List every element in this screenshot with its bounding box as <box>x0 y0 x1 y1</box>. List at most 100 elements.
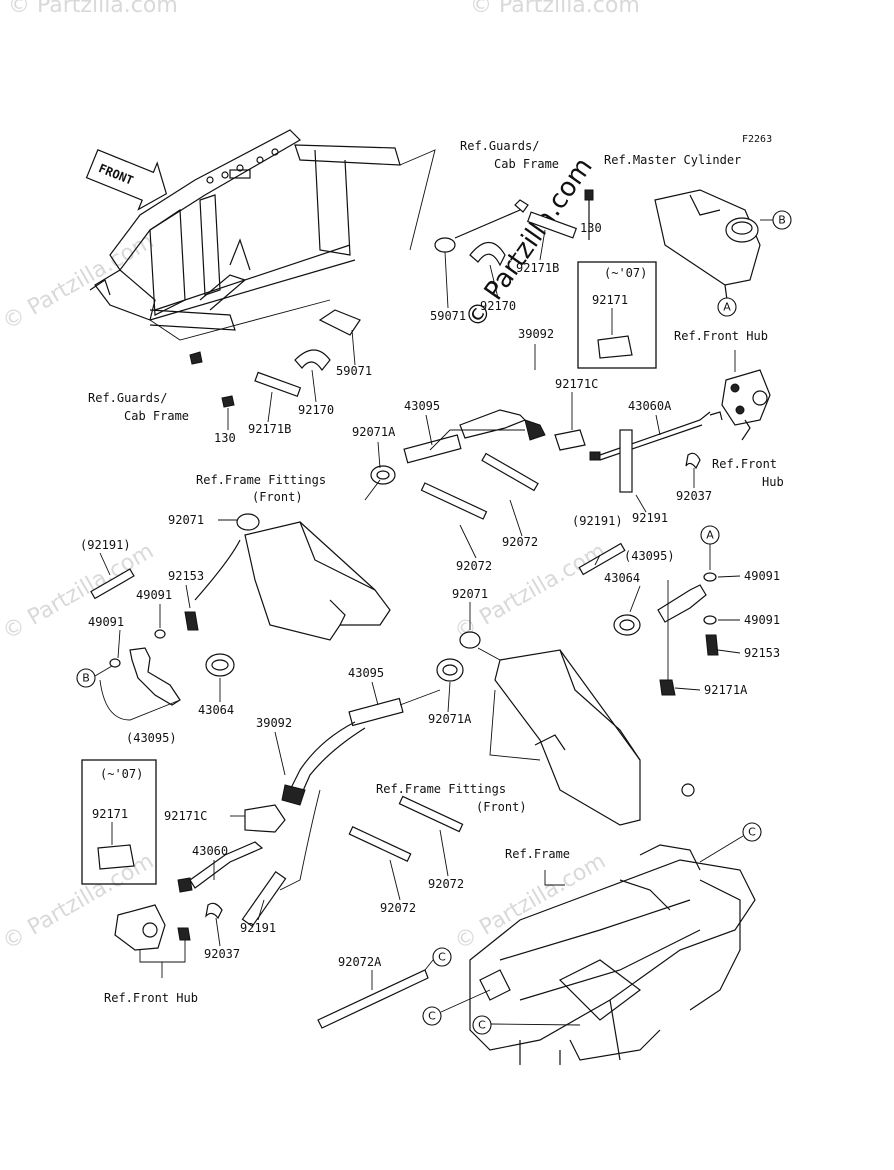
svg-text:A: A <box>706 529 714 542</box>
svg-text:B: B <box>778 214 786 227</box>
part-92171b: 92171B <box>516 261 559 275</box>
part-92071: 92071 <box>168 513 204 527</box>
part-39092: 39092 <box>256 716 292 730</box>
part-92072a: 92072A <box>338 955 382 969</box>
part-92170: 92170 <box>298 403 334 417</box>
part-92171-left: 92171 <box>92 807 128 821</box>
part-92037: 92037 <box>204 947 240 961</box>
part-43064: 43064 <box>604 571 640 585</box>
brake-lines-right <box>578 542 719 696</box>
master-cylinder <box>654 189 775 301</box>
ref-front-hub-right: Ref.Front <box>712 457 777 471</box>
ref-front-hub-right: Hub <box>762 475 784 489</box>
svg-text:C: C <box>478 1019 486 1032</box>
watermark-text: © Partzilla.com <box>470 0 640 18</box>
frame-fitting-right <box>436 631 695 826</box>
part-92153: 92153 <box>168 569 204 583</box>
part-49091: 49091 <box>744 569 780 583</box>
brake-lines-top <box>364 409 751 501</box>
frame-fitting-left <box>194 513 391 641</box>
part-92170: 92170 <box>480 299 516 313</box>
part-43095: 43095 <box>404 399 440 413</box>
box-left-year: (~'07) <box>100 767 143 781</box>
svg-text:C: C <box>748 826 756 839</box>
part-92072: 92072 <box>380 901 416 915</box>
part-92171b: 92171B <box>248 422 291 436</box>
ref-guards-cab-frame-top: Cab Frame <box>494 157 559 171</box>
part-92071: 92071 <box>452 587 488 601</box>
ref-guards-cab-frame-top: Ref.Guards/ <box>460 139 539 153</box>
brake-hose-mid <box>281 689 441 806</box>
ref-guards-cab-frame-left: Cab Frame <box>124 409 189 423</box>
labels: Ref.Guards/ Cab Frame Ref.Master Cylinde… <box>88 139 784 1005</box>
front-hub-right <box>721 369 771 426</box>
part-92171a: 92171A <box>704 683 748 697</box>
part-92072: 92072 <box>502 535 538 549</box>
callout-c-tie: C <box>424 947 452 971</box>
front-arrow-icon: FRONT <box>85 149 168 211</box>
ref-master-cylinder: Ref.Master Cylinder <box>604 153 741 167</box>
svg-text:C: C <box>428 1010 436 1023</box>
part-43095: (43095) <box>126 731 177 745</box>
part-49091: 49091 <box>136 588 172 602</box>
part-49091: 49091 <box>88 615 124 629</box>
part-92191: 92191 <box>632 511 668 525</box>
ref-front-hub-top: Ref.Front Hub <box>674 329 768 343</box>
part-43095: 43095 <box>348 666 384 680</box>
callout-c-frame-left: C <box>422 989 491 1026</box>
part-39092: 39092 <box>518 327 554 341</box>
watermark-text: © Partzilla.com <box>8 0 178 18</box>
clip-icon <box>97 844 135 870</box>
part-130: 130 <box>214 431 236 445</box>
figure-code: F2263 <box>742 134 772 145</box>
left-clamp-assembly <box>189 309 361 408</box>
part-43060: 43060 <box>192 844 228 858</box>
part-49091: 49091 <box>744 613 780 627</box>
ref-frame-fittings-front: Ref.Frame Fittings <box>196 473 326 487</box>
part-59071: 59071 <box>430 309 466 323</box>
top-clamp-assembly <box>434 189 594 267</box>
ref-frame-fittings-front: (Front) <box>476 800 527 814</box>
part-92191: (92191) <box>80 538 131 552</box>
ref-front-hub-bottom: Ref.Front Hub <box>104 991 198 1005</box>
callout-c-frame-bottom: C <box>472 1015 581 1035</box>
svg-text:B: B <box>82 672 90 685</box>
cable-ties <box>317 452 539 1029</box>
part-92171-top: 92171 <box>592 293 628 307</box>
callout-b-left: B <box>76 665 113 688</box>
part-92037: 92037 <box>676 489 712 503</box>
part-92191: (92191) <box>572 514 623 528</box>
box-top-year: (~'07) <box>604 266 647 280</box>
part-92171c: 92171C <box>555 377 598 391</box>
guard-frame <box>89 129 436 341</box>
part-59071: 59071 <box>336 364 372 378</box>
ref-guards-cab-frame-left: Ref.Guards/ <box>88 391 167 405</box>
variant-box-left <box>81 759 157 885</box>
watermark-text: © Partzilla.com <box>0 539 158 646</box>
clip-icon <box>597 335 633 359</box>
leader-lines <box>99 229 741 990</box>
part-92072: 92072 <box>456 559 492 573</box>
part-92153: 92153 <box>744 646 780 660</box>
ref-frame: Ref.Frame <box>505 847 570 861</box>
part-43095: (43095) <box>624 549 675 563</box>
part-numbers: 92171B 92170 59071 130 59071 92170 92171… <box>80 221 780 969</box>
callout-a-top: A <box>717 297 737 317</box>
part-92072: 92072 <box>428 877 464 891</box>
part-92071a: 92071A <box>428 712 472 726</box>
callout-b-top: B <box>772 210 792 230</box>
part-92191: 92191 <box>240 921 276 935</box>
part-43064: 43064 <box>198 703 234 717</box>
ref-frame-fittings-front: Ref.Frame Fittings <box>376 782 506 796</box>
front-hub-left <box>114 789 321 978</box>
part-92071a: 92071A <box>352 425 396 439</box>
watermark-text: © Partzilla.com <box>451 849 611 956</box>
callout-c-right: C <box>699 822 762 863</box>
vehicle-frame <box>469 844 756 1065</box>
variant-box-top <box>577 261 657 369</box>
svg-text:C: C <box>438 951 446 964</box>
part-130: 130 <box>580 221 602 235</box>
ref-frame-fittings-front: (Front) <box>252 490 303 504</box>
brake-lines-left <box>90 568 235 721</box>
